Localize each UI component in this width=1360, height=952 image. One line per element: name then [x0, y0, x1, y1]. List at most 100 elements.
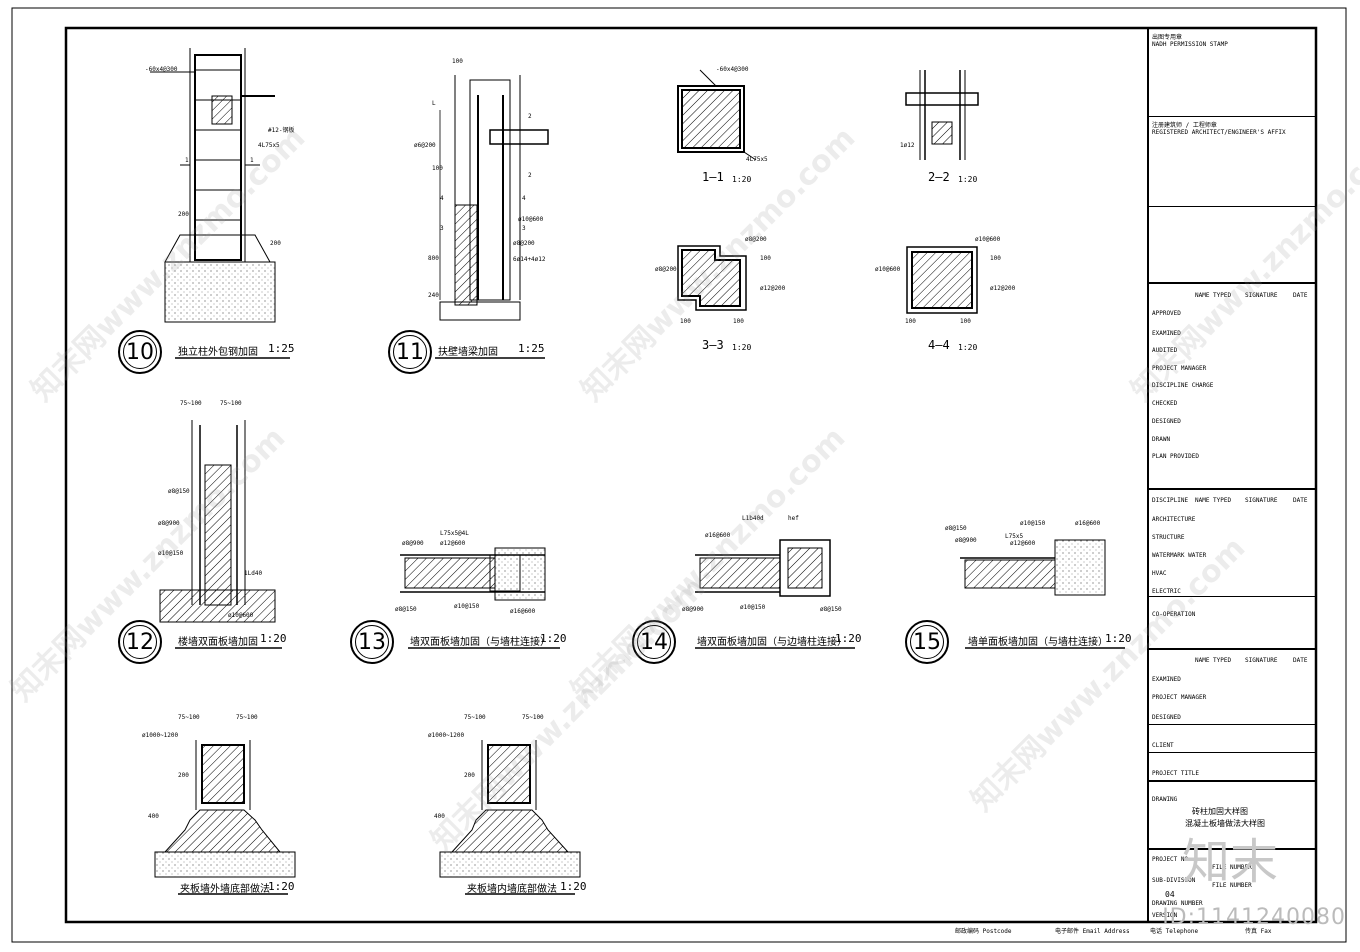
d14-label-0: L1b40d [742, 515, 764, 522]
project-no-label: PROJECT NO [1152, 856, 1189, 863]
f2-label-3: 200 [464, 772, 475, 779]
d11-label-2: 2 [528, 113, 532, 120]
d12-label-3: ø8@900 [158, 520, 180, 527]
section-3-3-scale: 1:20 [732, 343, 752, 352]
s33-label-2: ø12@200 [760, 285, 786, 292]
detail-14-scale: 1:20 [835, 632, 862, 645]
d11-label-3: 2 [528, 172, 532, 179]
footing-outer-title: 夹板墙外墙底部做法 [180, 884, 270, 895]
detail-14-drawing [695, 539, 831, 597]
d10-label-1: #12-钢板 [268, 127, 295, 134]
detail-number-14: 14 [632, 620, 676, 664]
col-name-1: NAME TYPED [1195, 292, 1232, 299]
d14-label-3: ø8@900 [682, 606, 704, 613]
file-number-label-2: FILE NUMBER [1212, 882, 1252, 889]
d13-label-0: L75x5@4L [440, 530, 469, 537]
sub-division-label: SUB-DIVISION [1152, 877, 1196, 884]
d12-label-0: 75~100 [180, 400, 202, 407]
d12-label-5: ø10@600 [228, 612, 254, 619]
drawing-title-2: 混凝土板墙做法大样图 [1185, 819, 1265, 828]
detail-15-scale: 1:20 [1105, 632, 1132, 645]
col-sig-3: SIGNATURE [1245, 657, 1278, 664]
detail-10-drawing [150, 48, 276, 323]
row2-electric: ELECTRIC [1152, 588, 1181, 595]
version-label: VERSION [1152, 912, 1178, 919]
s11-label-0: -60x4@300 [716, 66, 749, 73]
stamp-label-cn: 出图专用章 [1152, 34, 1183, 41]
detail-10-scale: 1:25 [268, 342, 295, 355]
watermark-logo: 知末 [1182, 834, 1279, 890]
detail-14-title: 墙双面板墙加固（与边墙柱连接） [697, 637, 847, 648]
footing-outer-drawing [154, 740, 296, 878]
row1-plan-provided: PLAN PROVIDED [1152, 453, 1199, 460]
d11-label-6: 4 [440, 195, 444, 202]
drawing-title-1: 砖柱加固大样图 [1192, 807, 1248, 816]
detail-15-drawing [960, 539, 1106, 596]
s33-label-4: 100 [733, 318, 744, 325]
d14-label-1: hef [788, 515, 799, 522]
section-1-1-scale: 1:20 [732, 175, 752, 184]
d12-label-2: ø8@150 [168, 488, 190, 495]
d15-label-4: ø12@600 [1010, 540, 1036, 547]
row1-checked: CHECKED [1152, 400, 1178, 407]
d11-label-14: 6ø14+4ø12 [513, 256, 546, 263]
col-sig-1: SIGNATURE [1245, 292, 1278, 299]
d10-label-2: 4L75x5 [258, 142, 280, 149]
section-2-2-scale: 1:20 [958, 175, 978, 184]
d11-label-9: 3 [522, 225, 526, 232]
row2-discipline: DISCIPLINE [1152, 497, 1189, 504]
d14-label-4: ø10@150 [740, 604, 766, 611]
s44-label-5: 100 [990, 255, 1001, 262]
s33-label-0: ø8@200 [745, 236, 767, 243]
d13-label-3: ø8@150 [395, 606, 417, 613]
col-name-3: NAME TYPED [1195, 657, 1232, 664]
section-2-2-name: 2—2 [928, 170, 950, 184]
f1-label-1: 75~100 [236, 714, 258, 721]
section-4-4-drawing [906, 246, 978, 314]
d10-label-5: 200 [178, 211, 189, 218]
d14-label-5: ø8@150 [820, 606, 842, 613]
row1-examined: EXAMINED [1152, 330, 1181, 337]
f2-label-4: 400 [434, 813, 445, 820]
row1-discipline-charge: DISCIPLINE CHARGE [1152, 382, 1214, 389]
detail-number-13: 13 [350, 620, 394, 664]
detail-number-15: 15 [905, 620, 949, 664]
s44-label-3: 100 [905, 318, 916, 325]
d12-label-6: 1Ld40 [244, 570, 263, 577]
row3-designed: DESIGNED [1152, 714, 1181, 721]
d12-label-4: ø10@150 [158, 550, 184, 557]
d11-label-1: L [432, 100, 436, 107]
detail-11-scale: 1:25 [518, 342, 545, 355]
f1-label-4: 400 [148, 813, 159, 820]
f1-label-3: 200 [178, 772, 189, 779]
footer-email: 电子邮件 Email Address [1055, 928, 1130, 935]
architect-label-en: REGISTERED ARCHITECT/ENGINEER'S AFFIX [1152, 129, 1286, 136]
section-4-4-name: 4—4 [928, 338, 950, 352]
detail-13-scale: 1:20 [540, 632, 567, 645]
d11-label-13: ø8@200 [513, 240, 535, 247]
row3-examined: EXAMINED [1152, 676, 1181, 683]
detail-13-drawing [400, 547, 546, 601]
d11-label-12: ø10@600 [518, 216, 544, 223]
s44-label-1: ø10@600 [875, 266, 901, 273]
detail-12-title: 楼墙双面板墙加固 [178, 637, 258, 648]
d15-label-0: ø8@150 [945, 525, 967, 532]
col-date-3: DATE [1293, 657, 1308, 664]
footing-inner-title: 夹板墙内墙底部做法 [467, 884, 557, 895]
drawing-no-label: DRAWING NUMBER [1152, 900, 1203, 907]
footer-telephone: 电话 Telephone [1150, 928, 1199, 935]
detail-11-drawing [439, 75, 549, 321]
d13-label-1: ø8@900 [402, 540, 424, 547]
outer-border [11, 7, 1347, 943]
section-4-4-scale: 1:20 [958, 343, 978, 352]
row2-hvac: HVAC [1152, 570, 1167, 577]
d15-label-1: ø8@900 [955, 537, 977, 544]
d11-label-0: 100 [452, 58, 463, 65]
f2-label-0: 75~100 [464, 714, 486, 721]
section-2-2-drawing [905, 70, 979, 160]
row3-project-manager: PROJECT MANAGER [1152, 694, 1207, 701]
client-label: CLIENT [1152, 742, 1174, 749]
footing-outer-scale: 1:20 [268, 880, 295, 893]
row1-drawn: DRAWN [1152, 436, 1171, 443]
